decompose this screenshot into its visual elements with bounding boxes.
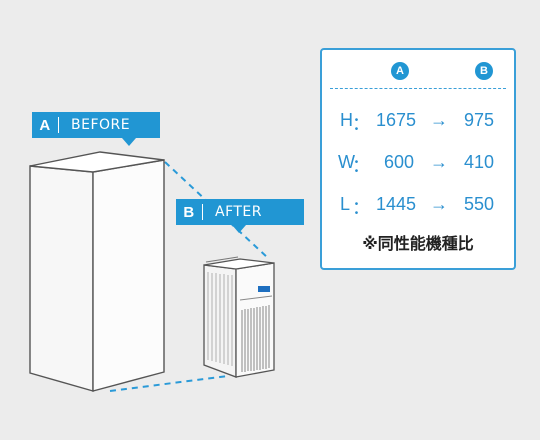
after-tag: B AFTER	[176, 199, 304, 233]
dimensions-panel: A B H ： 1675 → 975 W ： 600 → 410 L ： 144…	[320, 48, 516, 270]
dim-label: H	[340, 110, 353, 130]
dim-label: L	[340, 194, 351, 214]
arrow-icon: →	[430, 152, 448, 172]
before-tag-label: BEFORE	[71, 117, 131, 133]
dim-colon: ：	[352, 198, 370, 218]
before-unit-box	[29, 151, 165, 392]
comparison-note: ※同性能機種比	[362, 234, 474, 253]
arrow-icon: →	[430, 194, 448, 214]
after-value: 550	[464, 194, 495, 214]
after-value: 410	[464, 152, 495, 172]
dimension-row-width: W ： 600 → 410	[322, 152, 514, 178]
control-display	[258, 286, 270, 292]
before-value: 1675	[376, 110, 417, 130]
before-tag: A BEFORE	[32, 112, 160, 146]
before-value: 600	[384, 152, 415, 172]
after-tag-separator	[202, 204, 203, 220]
after-value: 975	[464, 110, 495, 130]
after-tag-label: AFTER	[215, 204, 263, 220]
after-unit-machine	[203, 256, 275, 378]
before-tag-pointer	[122, 138, 136, 146]
before-tag-letter: A	[39, 116, 51, 134]
dim-label: W	[338, 152, 355, 172]
before-value: 1445	[376, 194, 417, 214]
dimension-row-height: H ： 1675 → 975	[322, 110, 514, 136]
before-tag-separator	[58, 117, 59, 133]
after-tag-pointer	[232, 225, 246, 233]
column-a-badge: A	[391, 62, 409, 80]
panel-header: A B	[322, 50, 514, 90]
connector-bottom-line	[109, 375, 229, 392]
dim-colon: ：	[352, 114, 370, 134]
dim-colon: ：	[352, 156, 370, 176]
after-tag-letter: B	[183, 203, 195, 221]
column-b-badge: B	[475, 62, 493, 80]
dimension-row-length: L ： 1445 → 550	[322, 194, 514, 220]
panel-divider	[330, 88, 506, 89]
arrow-icon: →	[430, 110, 448, 130]
